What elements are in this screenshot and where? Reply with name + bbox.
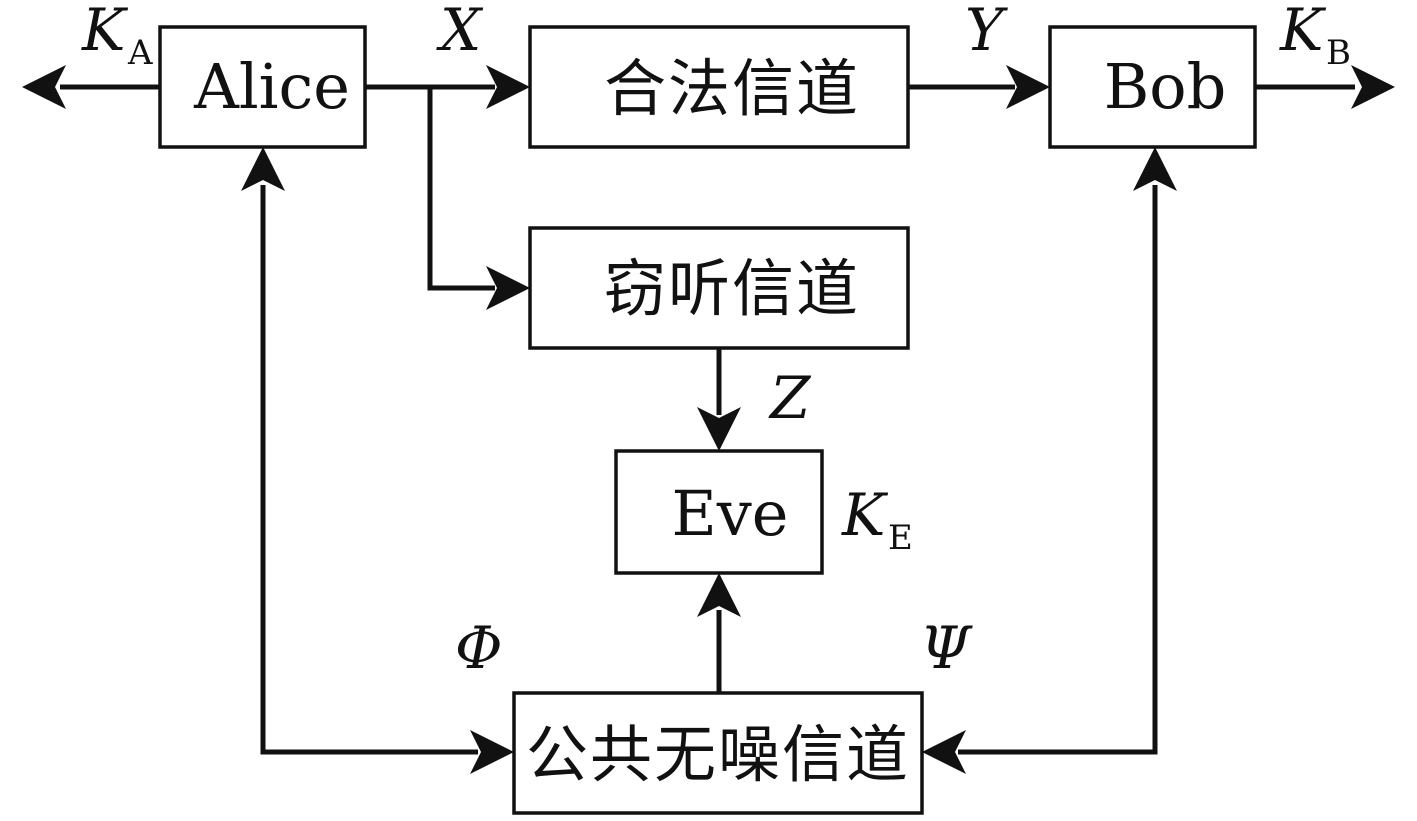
y-arrowhead — [1006, 65, 1050, 109]
eaves-arrowhead — [486, 266, 530, 310]
x-arrowhead — [486, 65, 530, 109]
bob-up-arrowhead — [1133, 147, 1177, 191]
kb-label: K B — [1279, 0, 1351, 73]
z-arrowhead — [697, 407, 741, 451]
ka-subscript: A — [127, 33, 153, 73]
kb-main: K — [1279, 0, 1327, 64]
alice-to-eaves-line — [427, 87, 495, 291]
alice-box — [158, 25, 367, 149]
psi-arrowhead — [922, 730, 966, 774]
bob-box — [1048, 25, 1257, 149]
ka-arrowhead — [22, 65, 66, 109]
legit-channel-label: 合法信道 — [604, 52, 860, 125]
ka-label: K A — [81, 0, 153, 73]
public-channel-label: 公共无噪信道 — [526, 718, 910, 791]
phi-arrowhead — [470, 730, 514, 774]
eaves-channel-box — [528, 226, 910, 350]
bob-label: Bob — [1104, 50, 1227, 123]
z-label: Z — [768, 364, 812, 432]
x-label: X — [436, 0, 484, 64]
eaves-channel-label: 窃听信道 — [604, 252, 860, 325]
ke-subscript: E — [888, 518, 913, 558]
eve-label: Eve — [672, 477, 789, 550]
kb-arrowhead — [1351, 65, 1395, 109]
public-channel-box — [512, 691, 924, 815]
alice-label: Alice — [193, 50, 350, 123]
phi-label: Φ — [455, 614, 503, 682]
ke-label: K E — [841, 481, 913, 558]
ka-main: K — [81, 0, 129, 64]
eve-up-arrowhead — [697, 573, 741, 617]
psi-label: Ψ — [920, 614, 973, 682]
ke-main: K — [841, 481, 889, 549]
kb-subscript: B — [1326, 33, 1351, 73]
alice-up-arrowhead — [241, 147, 285, 191]
legit-channel-box — [528, 25, 910, 149]
bob-public-line — [958, 185, 1158, 755]
alice-public-line — [260, 185, 478, 755]
y-label: Y — [965, 0, 1008, 64]
